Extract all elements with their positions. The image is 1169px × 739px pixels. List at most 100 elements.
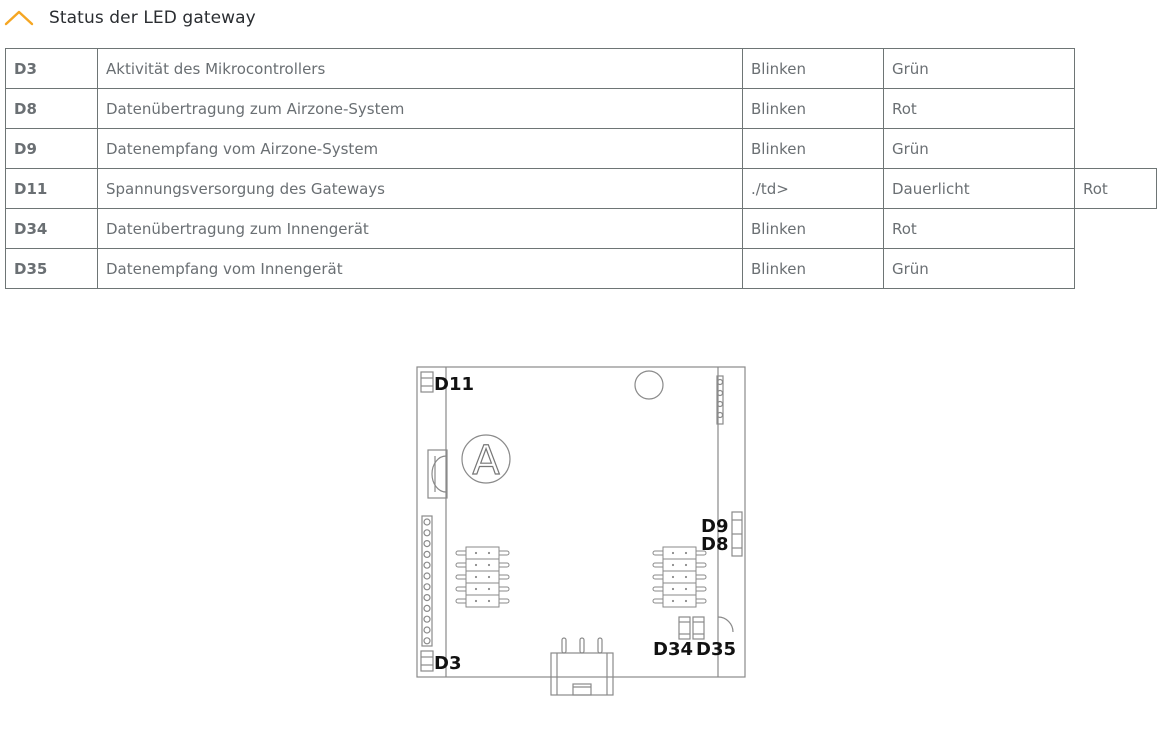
empty-cell xyxy=(1075,89,1157,129)
led-code: D8 xyxy=(5,88,98,129)
led-code: D35 xyxy=(5,248,98,289)
header-dot xyxy=(487,563,491,567)
header-dot xyxy=(487,551,491,555)
pin-hole xyxy=(423,540,431,548)
label-d8: D8 xyxy=(701,534,728,555)
led-code: D3 xyxy=(5,48,98,89)
logo-circle-icon xyxy=(461,434,511,484)
led-color: Grün xyxy=(883,248,1075,289)
header-cell xyxy=(465,546,500,560)
logo-letter: A xyxy=(472,438,500,484)
led-description: Aktivität des Mikrocontrollers xyxy=(97,48,743,89)
pin-hole xyxy=(423,626,431,634)
board-outline xyxy=(416,366,746,678)
led-description: Datenübertragung zum Innengerät xyxy=(97,208,743,249)
led-description: Datenempfang vom Innengerät xyxy=(97,248,743,289)
pin-hole xyxy=(423,604,431,612)
header-cell xyxy=(662,594,697,608)
empty-cell xyxy=(1075,249,1157,289)
led-mode: Blinken xyxy=(742,88,884,129)
led-mode: Blinken xyxy=(742,208,884,249)
pin-hole xyxy=(423,637,431,645)
led-d3-icon xyxy=(420,650,434,672)
header-dot xyxy=(474,599,478,603)
header-dot xyxy=(474,563,478,567)
pin-strip-left-icon xyxy=(421,515,433,647)
pin-hole xyxy=(423,529,431,537)
led-mode: Blinken xyxy=(742,128,884,169)
header-dot xyxy=(671,599,675,603)
accordion-toggle[interactable]: Status der LED gateway xyxy=(4,2,256,34)
pin-header-right-icon xyxy=(652,546,707,608)
header-dot xyxy=(671,551,675,555)
header-dot xyxy=(671,563,675,567)
pin-hole xyxy=(423,615,431,623)
header-cell xyxy=(465,594,500,608)
label-d11: D11 xyxy=(434,374,474,395)
led-d11-icon xyxy=(420,371,434,393)
header-dot xyxy=(671,587,675,591)
bottom-connector-icon xyxy=(550,637,614,696)
gateway-board-diagram: A D11 D3 D9 D8 D34 D35 xyxy=(416,366,746,696)
header-dot xyxy=(684,563,688,567)
led-mode: Blinken xyxy=(742,248,884,289)
header-cell xyxy=(662,546,697,560)
left-pins xyxy=(423,518,431,645)
pin-hole xyxy=(423,583,431,591)
led-code: D34 xyxy=(5,208,98,249)
led-color: Grün xyxy=(883,128,1075,169)
chevron-up-icon xyxy=(4,10,34,26)
header-cell xyxy=(662,558,697,572)
label-d34: D34 xyxy=(653,639,693,660)
led-code: D11 xyxy=(5,168,98,209)
header-dot xyxy=(474,551,478,555)
header-dot xyxy=(671,575,675,579)
table-row: D34 Datenübertragung zum Innengerät Blin… xyxy=(5,208,1157,249)
header-dot xyxy=(487,587,491,591)
section-title: Status der LED gateway xyxy=(49,8,256,28)
arc-icon xyxy=(717,616,734,633)
pin-header-left-icon xyxy=(455,546,510,608)
buzzer-icon xyxy=(427,449,448,499)
led-d34-d35-icon xyxy=(678,616,705,640)
led-d9-d8-icon xyxy=(731,511,743,557)
top-circle-icon xyxy=(634,370,664,400)
led-color: Rot xyxy=(883,88,1075,129)
header-dot xyxy=(487,575,491,579)
header-dot xyxy=(684,551,688,555)
header-cell xyxy=(465,558,500,572)
table-row: D9 Datenempfang vom Airzone-System Blink… xyxy=(5,128,1157,169)
led-description: Spannungsversorgung des Gateways xyxy=(97,168,743,209)
pin-hole xyxy=(423,572,431,580)
pin-strip-top-right-icon xyxy=(716,375,724,425)
led-mode: ./td> xyxy=(742,168,884,209)
table-row: D3 Aktivität des Mikrocontrollers Blinke… xyxy=(5,48,1157,89)
led-color: Rot xyxy=(883,208,1075,249)
header-cell xyxy=(465,582,500,596)
label-d3: D3 xyxy=(434,653,461,674)
led-code: D9 xyxy=(5,128,98,169)
header-cell xyxy=(662,582,697,596)
empty-cell xyxy=(1075,49,1157,89)
label-d35: D35 xyxy=(696,639,736,660)
led-status-table: D3 Aktivität des Mikrocontrollers Blinke… xyxy=(5,48,1157,289)
led-description: Datenübertragung zum Airzone-System xyxy=(97,88,743,129)
pin-hole xyxy=(423,594,431,602)
header-dot xyxy=(474,587,478,591)
header-dot xyxy=(474,575,478,579)
header-dot xyxy=(684,599,688,603)
empty-cell xyxy=(1075,209,1157,249)
led-description: Datenempfang vom Airzone-System xyxy=(97,128,743,169)
led-extra: Rot xyxy=(1074,168,1157,209)
header-dot xyxy=(487,599,491,603)
header-dot xyxy=(684,587,688,591)
led-mode: Blinken xyxy=(742,48,884,89)
header-cell xyxy=(662,570,697,584)
header-dot xyxy=(684,575,688,579)
table-row: D11 Spannungsversorgung des Gateways ./t… xyxy=(5,168,1157,209)
empty-cell xyxy=(1075,129,1157,169)
label-d9: D9 xyxy=(701,516,728,537)
led-color: Dauerlicht xyxy=(883,168,1075,209)
table-row: D35 Datenempfang vom Innengerät Blinken … xyxy=(5,248,1157,289)
header-cell xyxy=(465,570,500,584)
